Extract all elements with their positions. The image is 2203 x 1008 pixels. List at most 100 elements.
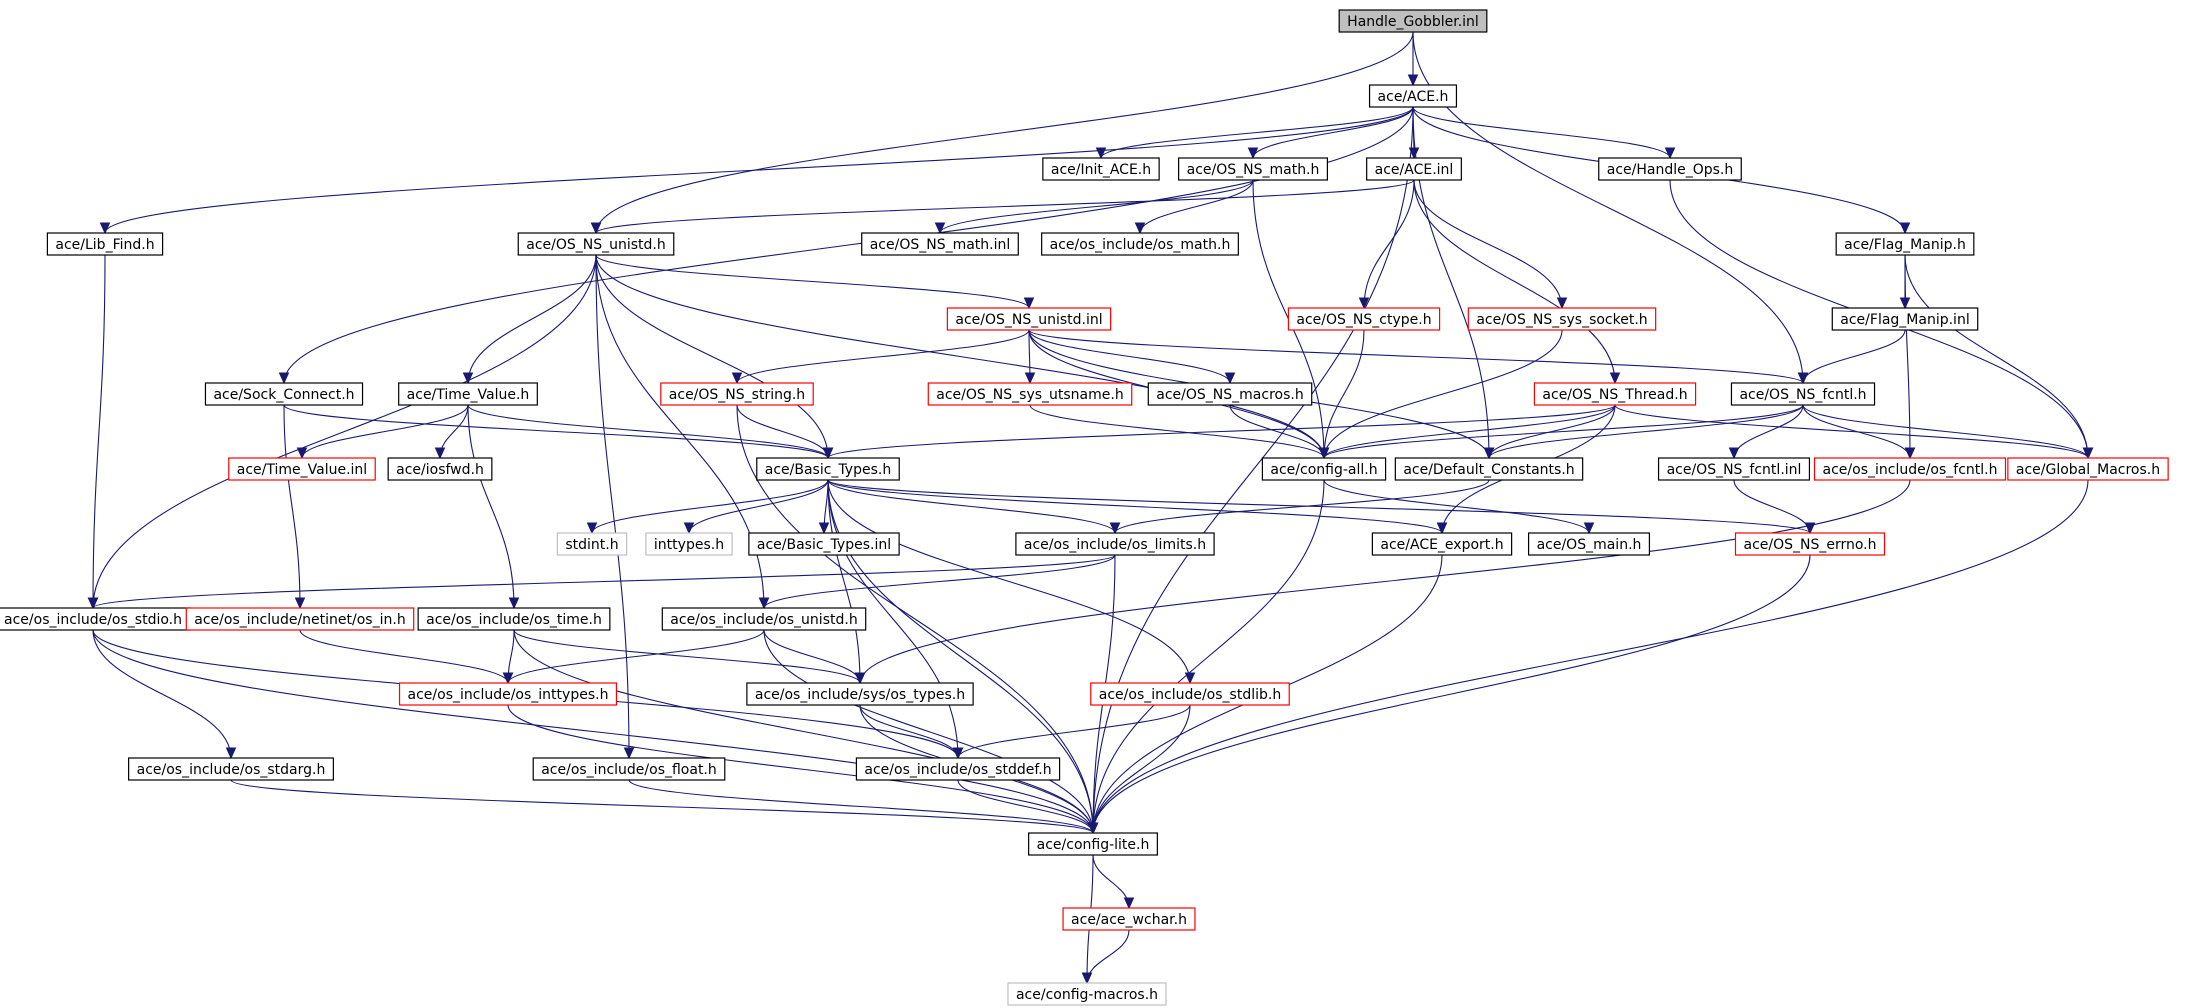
node-ace-os-include-os-fcntl-h[interactable]: ace/os_include/os_fcntl.h (1813, 457, 2007, 481)
node-ace-os-ns-macros-h[interactable]: ace/OS_NS_macros.h (1147, 382, 1313, 406)
node-ace-default-constants-h[interactable]: ace/Default_Constants.h (1394, 457, 1584, 481)
arrowhead-ace-sock-connect-h (278, 372, 290, 385)
node-ace-os-include-os-stdio-h[interactable]: ace/os_include/os_stdio.h (0, 607, 191, 631)
node-ace-basic-types-h[interactable]: ace/Basic_Types.h (756, 457, 900, 481)
node-ace-init-ace-h[interactable]: ace/Init_ACE.h (1042, 157, 1160, 181)
edge-ace-ace-inl-to-ace-os-ns-sys-socket-h (1413, 179, 1563, 309)
edge-ace-os-include-os-unistd-h-to-ace-os-include-os-inttypes-h (507, 629, 765, 684)
node-ace-os-include-os-inttypes-h[interactable]: ace/os_include/os_inttypes.h (398, 682, 618, 706)
node-ace-ace-h[interactable]: ace/ACE.h (1368, 84, 1458, 108)
node-box (660, 382, 814, 406)
arrowhead-ace-os-ns-unistd-inl (1023, 297, 1035, 310)
node-label: ace/os_include/os_math.h (1050, 237, 1231, 253)
edge-ace-config-all-h-to-ace-os-main-h (1323, 479, 1590, 534)
node-ace-iosfwd-h[interactable]: ace/iosfwd.h (387, 457, 493, 481)
node-ace-sock-connect-h[interactable]: ace/Sock_Connect.h (204, 382, 364, 406)
node-ace-flag-manip-inl[interactable]: ace/Flag_Manip.inl (1831, 307, 1979, 331)
arrowhead-ace-os-include-os-math-h (1134, 222, 1146, 235)
arrowhead-ace-config-macros-h (1081, 972, 1093, 985)
node-ace-basic-types-inl[interactable]: ace/Basic_Types.inl (748, 532, 900, 556)
arrowhead-ace-os-include-os-stdio-h (87, 597, 99, 610)
node-ace-config-macros-h[interactable]: ace/config-macros.h (1007, 982, 1167, 1006)
node-ace-os-ns-math-h[interactable]: ace/OS_NS_math.h (1178, 157, 1328, 181)
node-stdint-h[interactable]: stdint.h (556, 532, 628, 556)
edge-ace-time-value-h-to-ace-os-include-os-time-h (467, 404, 515, 609)
edge-ace-default-constants-h-to-ace-os-include-os-limits-h (1114, 479, 1490, 534)
arrowhead-ace-os-main-h (1583, 522, 1595, 535)
node-ace-handle-ops-h[interactable]: ace/Handle_Ops.h (1598, 157, 1742, 181)
node-ace-ace-export-h[interactable]: ace/ACE_export.h (1371, 532, 1513, 556)
node-box (1366, 157, 1462, 181)
arrowhead-ace-handle-ops-h (1664, 147, 1676, 160)
node-ace-lib-find-h[interactable]: ace/Lib_Find.h (46, 232, 164, 256)
node-ace-os-ns-sys-socket-h[interactable]: ace/OS_NS_sys_socket.h (1467, 307, 1657, 331)
node-ace-os-ns-ctype-h[interactable]: ace/OS_NS_ctype.h (1287, 307, 1441, 331)
node-box (645, 532, 733, 556)
node-ace-flag-manip-h[interactable]: ace/Flag_Manip.h (1835, 232, 1975, 256)
node-ace-os-main-h[interactable]: ace/OS_main.h (1527, 532, 1651, 556)
node-ace-os-include-os-float-h[interactable]: ace/os_include/os_float.h (532, 757, 726, 781)
edge-ace-os-ns-thread-h-to-ace-basic-types-h (827, 404, 1616, 459)
node-label: ace/OS_NS_ctype.h (1296, 312, 1431, 328)
node-ace-os-ns-thread-h[interactable]: ace/OS_NS_Thread.h (1533, 382, 1697, 406)
node-ace-os-include-netinet-os-in-h[interactable]: ace/os_include/netinet/os_in.h (185, 607, 415, 631)
edge-ace-os-ns-unistd-inl-to-ace-os-ns-fcntl-h (1028, 329, 1804, 384)
node-label: ace/OS_main.h (1537, 537, 1642, 553)
arrowhead-ace-basic-types-h (822, 447, 834, 460)
node-ace-global-macros-h[interactable]: ace/Global_Macros.h (2007, 457, 2169, 481)
node-box (861, 232, 1019, 256)
node-ace-os-ns-sys-utsname-h[interactable]: ace/OS_NS_sys_utsname.h (927, 382, 1133, 406)
node-ace-ace-wchar-h[interactable]: ace/ace_wchar.h (1062, 907, 1196, 931)
edge-ace-config-lite-h-to-ace-ace-wchar-h (1092, 854, 1130, 909)
node-ace-os-ns-errno-h[interactable]: ace/OS_NS_errno.h (1734, 532, 1886, 556)
edge-ace-os-ns-unistd-h-to-ace-os-include-os-float-h (595, 254, 630, 759)
edge-ace-os-ns-unistd-h-to-ace-time-value-h (467, 254, 597, 384)
node-ace-os-ns-unistd-h[interactable]: ace/OS_NS_unistd.h (517, 232, 675, 256)
node-box (756, 457, 900, 481)
node-label: ace/Init_ACE.h (1051, 162, 1151, 178)
node-ace-os-include-os-math-h[interactable]: ace/os_include/os_math.h (1041, 232, 1239, 256)
node-inttypes-h[interactable]: inttypes.h (645, 532, 733, 556)
arrowhead-ace-os-ns-fcntl-inl (1728, 447, 1740, 460)
node-ace-config-all-h[interactable]: ace/config-all.h (1261, 457, 1387, 481)
node-ace-os-include-os-stdarg-h[interactable]: ace/os_include/os_stdarg.h (128, 757, 334, 781)
node-box (1338, 9, 1488, 33)
node-ace-os-ns-fcntl-inl[interactable]: ace/OS_NS_fcntl.inl (1657, 457, 1811, 481)
node-ace-os-include-os-stddef-h[interactable]: ace/os_include/os_stddef.h (855, 757, 1061, 781)
node-box (1041, 232, 1239, 256)
edge-ace-basic-types-h-to-ace-os-include-os-stddef-h (827, 479, 959, 759)
arrowhead-ace-os-ns-macros-h (1224, 372, 1236, 385)
node-ace-ace-inl[interactable]: ace/ACE.inl (1366, 157, 1462, 181)
arrowhead-ace-os-ns-sys-utsname-h (1024, 372, 1036, 385)
node-ace-os-ns-math-inl[interactable]: ace/OS_NS_math.inl (861, 232, 1019, 256)
node-ace-config-lite-h[interactable]: ace/config-lite.h (1028, 832, 1158, 856)
arrowhead-ace-os-include-os-time-h (508, 597, 520, 610)
edge-ace-os-ns-macros-h-to-ace-config-all-h (1229, 404, 1325, 459)
node-label: ace/config-lite.h (1037, 837, 1150, 853)
arrowhead-stdint-h (586, 522, 598, 535)
edge-ace-os-ns-unistd-h-to-ace-config-all-h (595, 254, 1325, 459)
node-ace-os-include-sys-os-types-h[interactable]: ace/os_include/sys/os_types.h (746, 682, 974, 706)
edge-ace-os-include-os-time-h-to-ace-os-include-sys-os-types-h (513, 629, 861, 684)
node-box (661, 607, 867, 631)
edge-ace-os-include-os-limits-h-to-ace-os-include-os-unistd-h (763, 554, 1116, 609)
edge-ace-basic-types-h-to-ace-ace-export-h (827, 479, 1443, 534)
node-ace-os-include-os-limits-h[interactable]: ace/os_include/os_limits.h (1015, 532, 1215, 556)
node-label: ace/os_include/os_unistd.h (670, 612, 857, 628)
node-label: ace/Global_Macros.h (2016, 462, 2160, 478)
node-ace-os-ns-string-h[interactable]: ace/OS_NS_string.h (660, 382, 814, 406)
edge-ace-os-ns-fcntl-h-to-ace-config-all-h (1323, 404, 1804, 459)
arrowhead-ace-ace-inl (1408, 147, 1420, 160)
node-ace-os-include-os-unistd-h[interactable]: ace/os_include/os_unistd.h (661, 607, 867, 631)
node-box (1062, 907, 1196, 931)
node-ace-time-value-inl[interactable]: ace/Time_Value.inl (228, 457, 376, 481)
node-ace-os-include-os-stdlib-h[interactable]: ace/os_include/os_stdlib.h (1090, 682, 1290, 706)
node-ace-os-include-os-time-h[interactable]: ace/os_include/os_time.h (417, 607, 611, 631)
node-handle-gobbler-inl[interactable]: Handle_Gobbler.inl (1338, 9, 1488, 33)
node-ace-os-ns-fcntl-h[interactable]: ace/OS_NS_fcntl.h (1730, 382, 1876, 406)
arrowhead-ace-global-macros-h (2082, 447, 2094, 460)
arrowhead-ace-os-include-netinet-os-in-h (294, 597, 306, 610)
arrowhead-ace-flag-manip-h (1899, 222, 1911, 235)
node-ace-time-value-h[interactable]: ace/Time_Value.h (398, 382, 538, 406)
node-ace-os-ns-unistd-inl[interactable]: ace/OS_NS_unistd.inl (946, 307, 1112, 331)
